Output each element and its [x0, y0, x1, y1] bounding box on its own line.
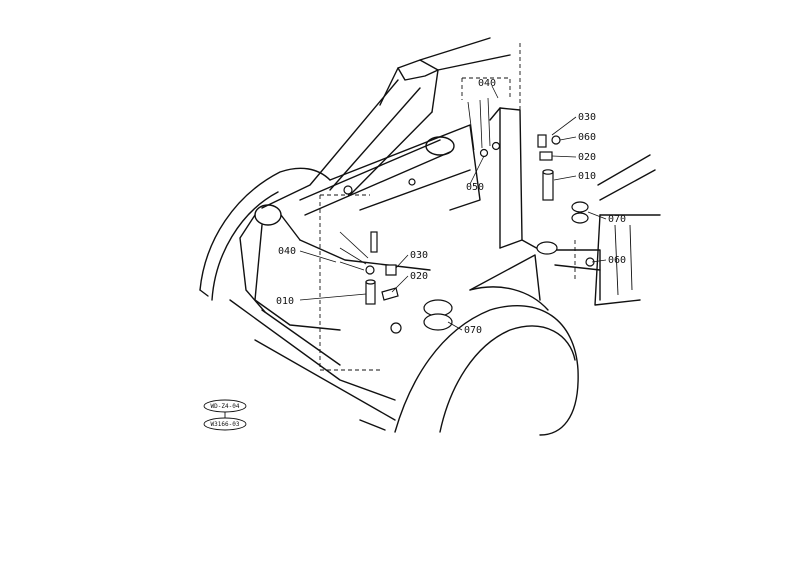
callout-labels: 040 030 060 020 010 050 070 060 040 030 … [276, 78, 626, 336]
callout-070-right: 070 [608, 214, 626, 225]
callout-050: 050 [466, 182, 484, 193]
exploded-view-outline [319, 77, 576, 371]
callout-040-left: 040 [278, 246, 296, 257]
callout-030-right: 030 [578, 112, 596, 123]
right-front-tire [394, 286, 579, 436]
left-front-tire [199, 167, 331, 301]
bushing-assembly-bottom [390, 299, 453, 334]
callout-040-top: 040 [478, 78, 496, 89]
callout-010-right: 010 [578, 171, 596, 182]
lift-arm-assembly [229, 37, 511, 431]
rear-frame-edge [594, 154, 661, 306]
callout-010-left: 010 [276, 296, 294, 307]
reference-codes: WD-Z4-04 W3166-03 [203, 399, 247, 431]
bolt-parts-top [339, 97, 501, 271]
callout-070-bottom: 070 [464, 325, 482, 336]
callout-020-right: 020 [578, 152, 596, 163]
callout-060-right-top: 060 [578, 132, 596, 143]
callout-020-center: 020 [410, 271, 428, 282]
pin-assembly-right [536, 134, 595, 267]
reference-code-top: WD-Z4-04 [211, 403, 240, 410]
callout-leaders [299, 85, 607, 331]
right-frame-post [469, 40, 601, 301]
callout-060-right-bottom: 060 [608, 255, 626, 266]
reference-code-bottom: W3166-03 [211, 421, 240, 428]
callout-030-center: 030 [410, 250, 428, 261]
pin-assembly-left [365, 231, 399, 305]
